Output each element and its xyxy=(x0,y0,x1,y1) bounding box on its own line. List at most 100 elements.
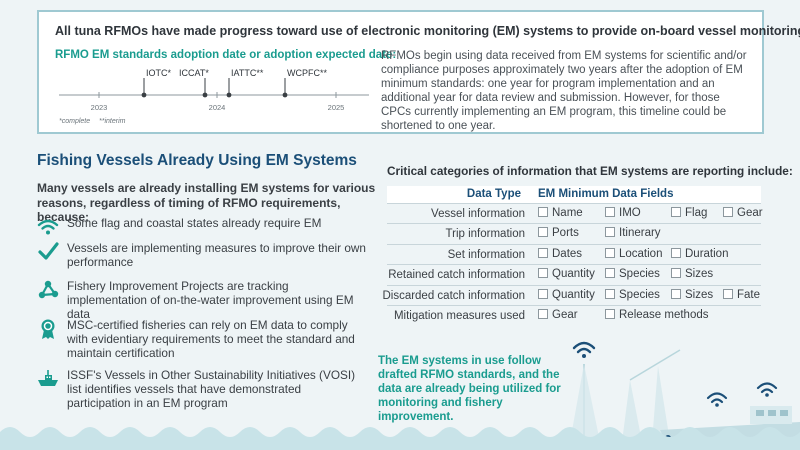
field-checkbox: Location xyxy=(605,247,663,260)
timeline-panel: All tuna RFMOs have made progress toward… xyxy=(37,10,800,134)
legend-complete: *complete xyxy=(59,118,90,125)
year-label: 2024 xyxy=(209,103,226,112)
checkbox-icon xyxy=(605,207,615,217)
field-checkbox: Quantity xyxy=(538,268,595,280)
row-label: Set information xyxy=(447,248,525,261)
checkbox-icon xyxy=(538,288,548,299)
wifi-icon xyxy=(37,219,59,235)
field-checkbox: Release methods xyxy=(605,308,709,321)
reason-text: ISSF's Vessels in Other Sustainability I… xyxy=(67,368,356,410)
checkbox-icon xyxy=(538,247,548,258)
field-label: Itinerary xyxy=(619,227,661,240)
table-row: Set information Dates Location Duration xyxy=(387,245,761,266)
field-label: Species xyxy=(619,268,660,281)
checkbox-icon xyxy=(671,268,681,279)
marker-dot xyxy=(282,92,288,98)
field-label: Release methods xyxy=(619,308,709,321)
field-checkbox: Name xyxy=(538,207,583,219)
boat-icon xyxy=(38,370,58,386)
checkbox-icon xyxy=(538,227,548,238)
column-header-fields: EM Minimum Data Fields xyxy=(538,188,674,200)
section-title-categories: Critical categories of information that … xyxy=(387,164,793,178)
checkbox-icon xyxy=(671,288,681,299)
field-checkbox: Flag xyxy=(671,207,707,219)
marker-dot xyxy=(141,92,147,98)
row-label: Trip information xyxy=(445,228,525,241)
field-label: Sizes xyxy=(685,288,714,301)
row-label: Discarded catch information xyxy=(382,289,525,302)
timeline-explanation: RFMOs begin using data received from EM … xyxy=(381,50,747,132)
marker-wcpfc: WCPFC** xyxy=(287,68,327,78)
field-label: Quantity xyxy=(552,288,595,301)
marker-dot xyxy=(226,92,232,98)
em-standards-note: The EM systems in use follow drafted RFM… xyxy=(378,355,561,423)
row-label: Vessel information xyxy=(431,208,525,220)
field-label: Location xyxy=(619,247,663,260)
field-label: Species xyxy=(619,288,660,301)
checkbox-icon xyxy=(538,308,548,319)
field-label: Fate xyxy=(737,288,761,301)
reason-text: Some flag and coastal states already req… xyxy=(67,216,322,230)
checkbox-icon xyxy=(671,207,681,217)
field-checkbox: Species xyxy=(605,288,660,301)
checkbox-icon xyxy=(605,288,615,299)
field-checkbox: Species xyxy=(605,268,660,280)
field-label: Gear xyxy=(552,308,578,321)
field-checkbox: Ports xyxy=(538,227,579,239)
field-checkbox: Quantity xyxy=(538,288,595,301)
award-ribbon-icon xyxy=(41,319,55,339)
field-checkbox: Dates xyxy=(538,247,583,260)
timeline-title: RFMO EM standards adoption date or adopt… xyxy=(55,49,397,61)
marker-iotc: IOTC* xyxy=(146,68,171,78)
field-checkbox: Gear xyxy=(723,207,763,219)
checkbox-icon xyxy=(605,227,615,238)
checkbox-icon xyxy=(723,207,733,217)
year-label: 2025 xyxy=(328,103,345,112)
field-checkbox: Sizes xyxy=(671,288,714,301)
checkbox-icon xyxy=(605,308,615,319)
field-checkbox: Sizes xyxy=(671,268,713,280)
field-checkbox: Duration xyxy=(671,247,729,260)
legend-interim: **interim xyxy=(99,118,126,125)
field-checkbox: IMO xyxy=(605,207,641,219)
marker-iccat: ICCAT* xyxy=(179,68,209,78)
adoption-timeline: 2023 2024 2025 IOTC* ICCAT* IATTC** WCPF… xyxy=(59,68,369,125)
checkbox-icon xyxy=(605,247,615,258)
field-label: Duration xyxy=(685,247,729,260)
checkbox-icon xyxy=(538,268,548,279)
network-icon xyxy=(38,280,59,299)
field-label: Gear xyxy=(737,207,763,219)
year-label: 2023 xyxy=(91,103,108,112)
checkbox-icon xyxy=(723,288,733,299)
field-label: Ports xyxy=(552,227,579,240)
section-title-vessels: Fishing Vessels Already Using EM Systems xyxy=(37,152,357,169)
checkmark-icon xyxy=(38,242,59,260)
checkbox-icon xyxy=(671,247,681,258)
table-header: Data Type EM Minimum Data Fields xyxy=(387,186,761,204)
field-label: Dates xyxy=(552,247,583,260)
em-data-fields-table: Data Type EM Minimum Data Fields Vessel … xyxy=(382,186,763,326)
reason-text: MSC-certified fisheries can rely on EM d… xyxy=(67,318,355,360)
field-label: Flag xyxy=(685,207,708,219)
marker-iattc: IATTC** xyxy=(231,68,264,78)
top-heading: All tuna RFMOs have made progress toward… xyxy=(55,24,800,38)
row-label: Retained catch information xyxy=(388,269,525,282)
table-row: Discarded catch information Quantity Spe… xyxy=(382,286,761,306)
wifi-signal-icon xyxy=(756,382,778,397)
field-checkbox: Fate xyxy=(723,288,761,301)
ocean-waves xyxy=(0,427,800,450)
wifi-signal-icon xyxy=(706,392,728,407)
reason-text: Fishery Improvement Projects are trackin… xyxy=(67,279,354,321)
table-row: Vessel information Name IMO Flag Gear xyxy=(387,204,763,225)
reason-text: Vessels are implementing measures to imp… xyxy=(67,241,366,269)
table-row: Mitigation measures used Gear Release me… xyxy=(387,306,761,326)
field-label: Quantity xyxy=(552,268,595,281)
table-row: Trip information Ports Itinerary xyxy=(387,224,761,245)
field-checkbox: Gear xyxy=(538,308,578,321)
wifi-signal-icon xyxy=(572,341,596,358)
column-header-data-type: Data Type xyxy=(466,188,521,200)
field-label: Sizes xyxy=(685,268,714,281)
checkbox-icon xyxy=(605,268,615,279)
field-checkbox: Itinerary xyxy=(605,227,661,239)
table-row: Retained catch information Quantity Spec… xyxy=(387,265,761,286)
